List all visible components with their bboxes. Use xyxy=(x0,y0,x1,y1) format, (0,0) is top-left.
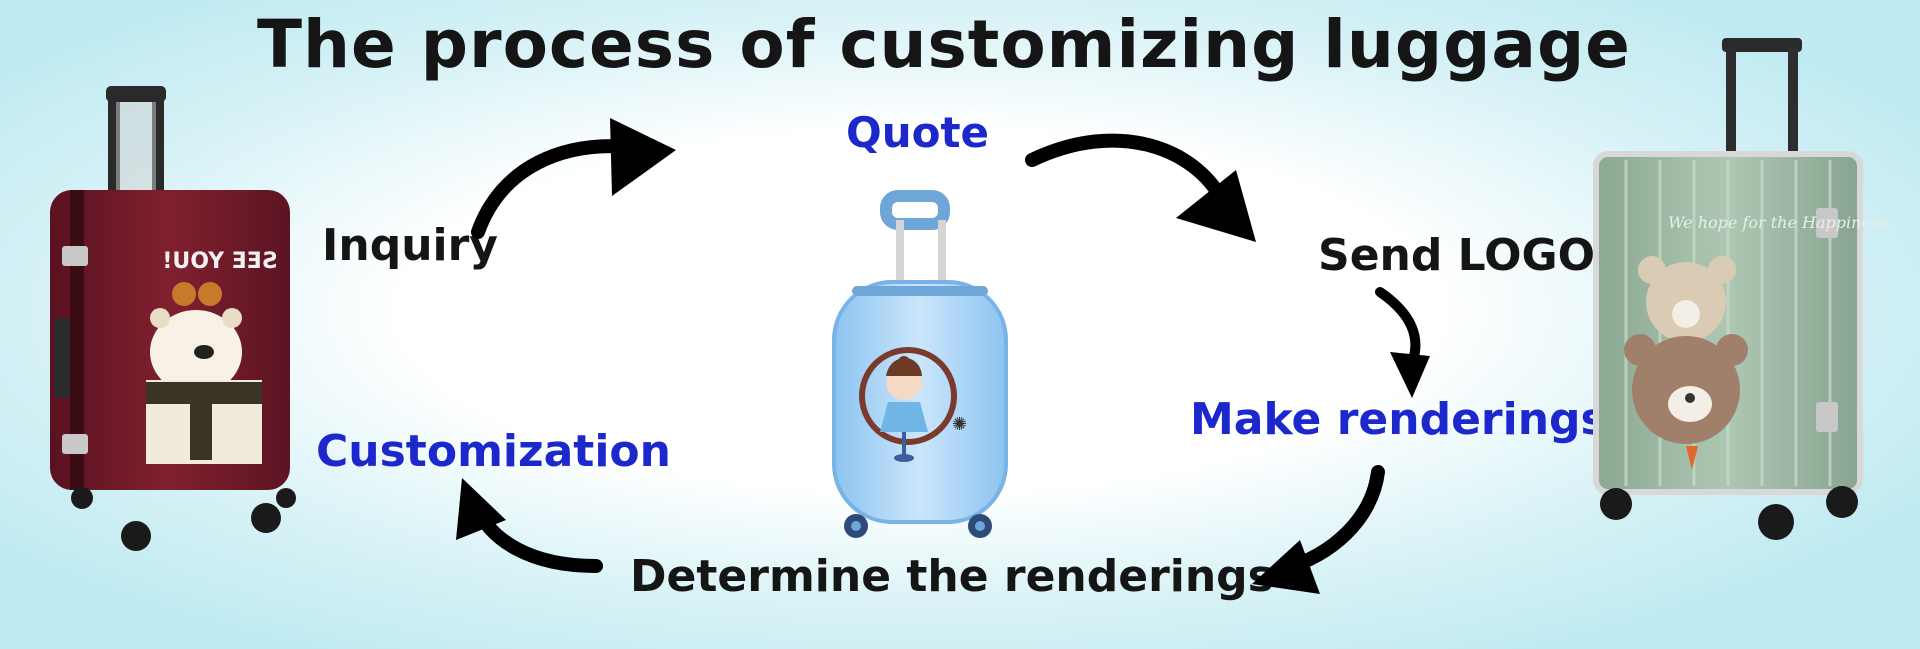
right-suitcase-print: We hope for the Happiness xyxy=(1668,213,1887,232)
center-suitcase-image: ✺ xyxy=(832,190,1008,538)
left-suitcase-image: SEE YOU! xyxy=(50,86,296,551)
arrow-send-logo-to-make-renderings xyxy=(1375,287,1430,398)
step-determine-renderings: Determine the renderings xyxy=(630,551,1274,602)
step-make-renderings: Make renderings xyxy=(1190,394,1607,445)
arrow-determine-to-customization xyxy=(456,478,603,573)
page-title: The process of customizing luggage xyxy=(257,6,1631,83)
left-suitcase-print: SEE YOU! xyxy=(162,249,277,274)
right-suitcase-image: We hope for the Happiness xyxy=(1593,38,1887,540)
arrow-quote-to-send-logo xyxy=(1025,133,1256,242)
step-quote: Quote xyxy=(846,108,990,157)
svg-text:✺: ✺ xyxy=(952,414,967,435)
arrow-inquiry-to-quote xyxy=(471,118,676,239)
step-send-logo: Send LOGO xyxy=(1318,230,1596,281)
step-customization: Customization xyxy=(316,426,671,477)
arrow-make-renderings-to-determine xyxy=(1252,465,1385,594)
step-inquiry: Inquiry xyxy=(322,220,498,271)
